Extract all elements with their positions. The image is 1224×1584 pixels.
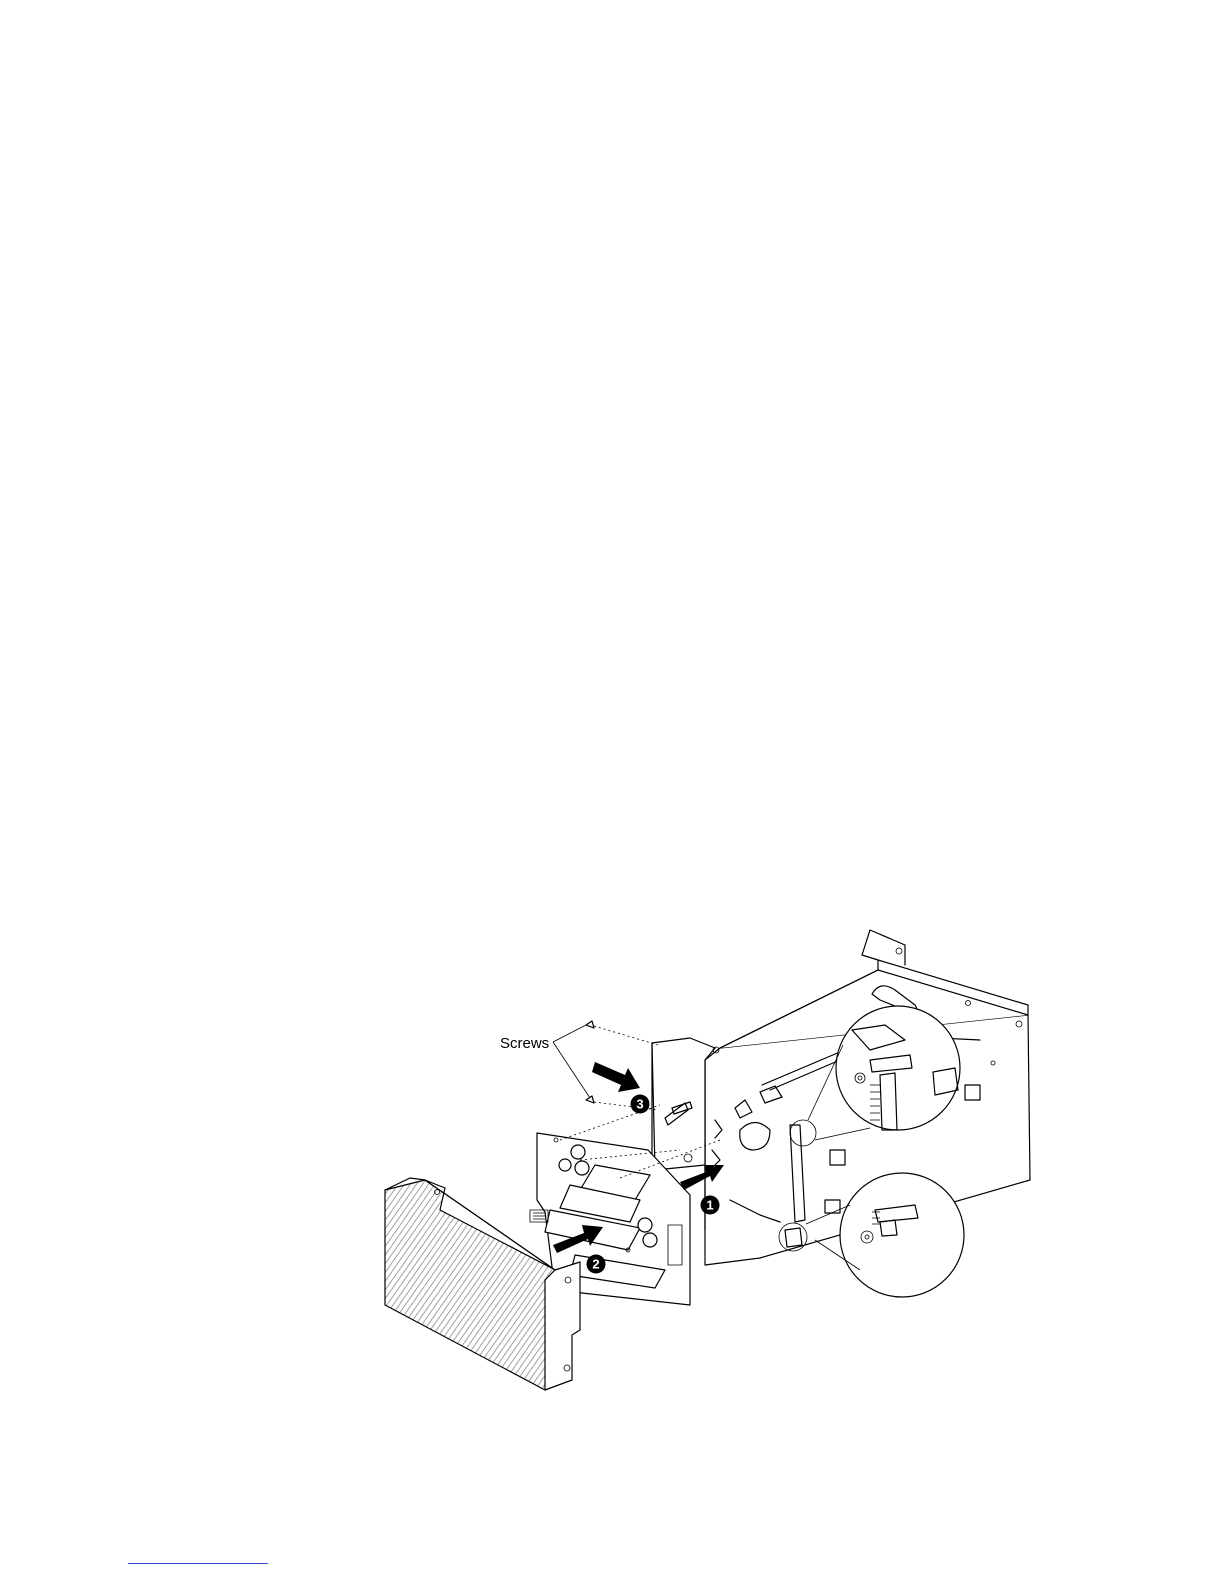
arrow-step-3-icon	[592, 1062, 640, 1092]
step-number: 2	[592, 1257, 599, 1272]
step-badge-1: 1	[701, 1196, 720, 1215]
step-number: 3	[636, 1097, 643, 1112]
screws-leader-lines	[553, 1025, 590, 1098]
footer-link-underline[interactable]	[128, 1563, 268, 1564]
screws-label: Screws	[500, 1035, 549, 1052]
installation-figure: Screws 1 2 3	[370, 915, 1050, 1405]
step-number: 1	[706, 1198, 713, 1213]
step-badge-2: 2	[587, 1255, 606, 1274]
step-badge-3: 3	[631, 1095, 650, 1114]
